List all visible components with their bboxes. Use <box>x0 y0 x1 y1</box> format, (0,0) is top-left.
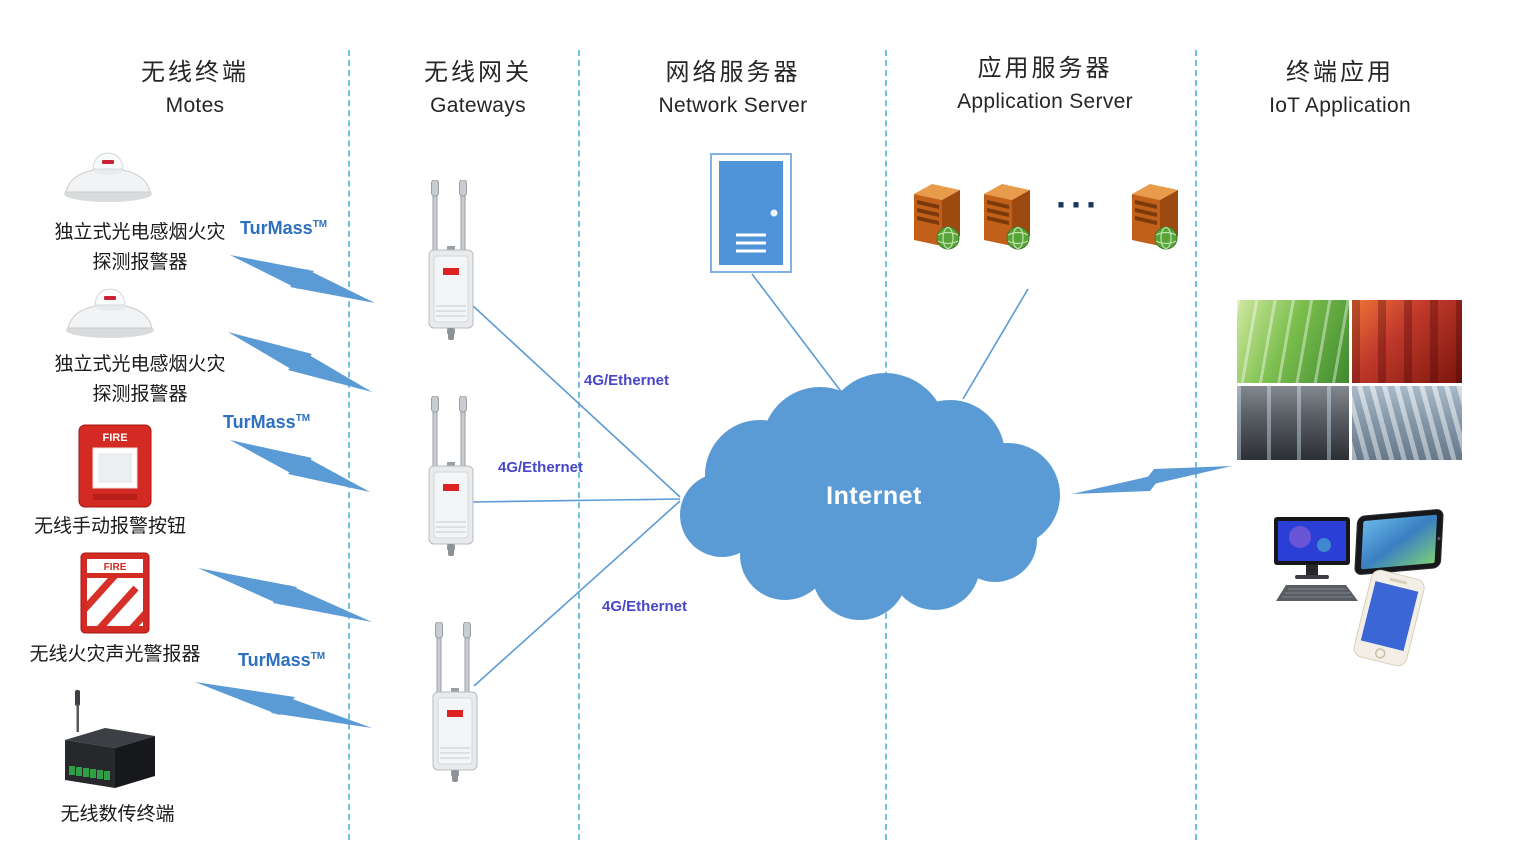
header-gateways-en: Gateways <box>430 94 526 117</box>
cloud-application-bolt <box>1072 466 1232 494</box>
smoke-detector-label-1-line2: 探测报警器 <box>92 252 188 274</box>
manual-call-point-label: 无线手动报警按钮 <box>33 516 186 537</box>
application-server-icon-2 <box>978 180 1036 252</box>
turmass-bolt-2 <box>228 332 372 392</box>
application-photo-parking-garage <box>1237 386 1349 460</box>
gateway-icon-2 <box>416 396 486 556</box>
turmass-tm-3: TM <box>310 651 326 662</box>
application-photo-factory-aerial <box>1352 386 1462 460</box>
turmass-tm-2: TM <box>295 413 311 424</box>
smoke-detector-label-1: 独立式光电感烟火灾 探测报警器 <box>5 218 275 279</box>
network-server-cloud-line <box>751 273 847 399</box>
turmass-bolt-5 <box>195 682 372 728</box>
internet-cloud <box>680 373 1060 620</box>
smartphone-icon <box>1348 565 1435 671</box>
header-application-server-en: Application Server <box>957 90 1133 113</box>
sounder-fire-text: FIRE <box>104 562 127 573</box>
header-network-server-en: Network Server <box>658 94 808 117</box>
header-iot-application-en: IoT Application <box>1269 94 1411 117</box>
application-server-cloud-line <box>962 288 1029 400</box>
turmass-text-3: TurMass <box>238 650 311 670</box>
data-terminal-label: 无线数传终端 <box>60 804 175 825</box>
application-server-ellipsis: ··· <box>1056 184 1101 225</box>
smoke-detector-icon-2 <box>62 276 158 340</box>
ethernet-label-2: 4G/Ethernet <box>498 459 584 476</box>
smoke-detector-label-2-line2: 探测报警器 <box>92 384 188 406</box>
tablet-icon <box>1354 508 1445 576</box>
column-header-application-server: 应用服务器 Application Server <box>915 48 1175 114</box>
call-point-fire-text: FIRE <box>102 432 127 444</box>
turmass-text-1: TurMass <box>240 218 313 238</box>
header-gateways-zh: 无线网关 <box>424 59 532 86</box>
column-separator-1 <box>348 50 350 840</box>
header-network-server-zh: 网络服务器 <box>665 59 801 86</box>
header-application-server-zh: 应用服务器 <box>977 55 1113 82</box>
column-separator-4 <box>1195 50 1197 840</box>
turmass-tm-1: TM <box>312 219 328 230</box>
header-motes-en: Motes <box>165 94 225 117</box>
column-header-motes: 无线终端 Motes <box>95 52 295 118</box>
turmass-bolt-1 <box>230 255 375 303</box>
ethernet-label-1: 4G/Ethernet <box>584 372 670 389</box>
column-header-iot-application: 终端应用 IoT Application <box>1215 52 1465 118</box>
application-server-icon-1 <box>908 180 966 252</box>
smoke-detector-icon-1 <box>60 140 156 204</box>
sounder-strobe-icon: FIRE <box>80 552 150 634</box>
ethernet-label-3: 4G/Ethernet <box>602 598 688 615</box>
application-photo-greenhouse <box>1237 300 1349 383</box>
smoke-detector-label-2: 独立式光电感烟火灾 探测报警器 <box>5 350 275 411</box>
application-server-icon-3 <box>1126 180 1184 252</box>
application-photo-fire-pipes <box>1352 300 1462 383</box>
gateway-icon-3 <box>420 622 490 782</box>
manual-call-point-icon: FIRE <box>78 424 152 508</box>
column-header-gateways: 无线网关 Gateways <box>378 52 578 118</box>
smoke-detector-label-2-line1: 独立式光电感烟火灾 <box>54 354 226 375</box>
header-iot-application-zh: 终端应用 <box>1286 59 1394 86</box>
gateway-internet-lines <box>471 304 681 687</box>
column-separator-2 <box>578 50 580 840</box>
gateway-icon-1 <box>416 180 486 340</box>
turmass-bolt-3 <box>230 440 370 492</box>
data-terminal-icon <box>55 688 165 793</box>
turmass-label-3: TurMassTM <box>238 650 325 671</box>
sounder-strobe-label: 无线火灾声光警报器 <box>29 644 201 665</box>
column-header-network-server: 网络服务器 Network Server <box>613 52 853 118</box>
turmass-bolt-4 <box>198 568 372 622</box>
turmass-label-1: TurMassTM <box>240 218 327 239</box>
network-server-icon <box>710 153 792 273</box>
internet-label: Internet <box>826 482 922 510</box>
smoke-detector-label-1-line1: 独立式光电感烟火灾 <box>54 222 226 243</box>
turmass-label-2: TurMassTM <box>223 412 310 433</box>
header-motes-zh: 无线终端 <box>141 59 249 86</box>
desktop-computer-icon <box>1272 515 1364 607</box>
turmass-text-2: TurMass <box>223 412 296 432</box>
